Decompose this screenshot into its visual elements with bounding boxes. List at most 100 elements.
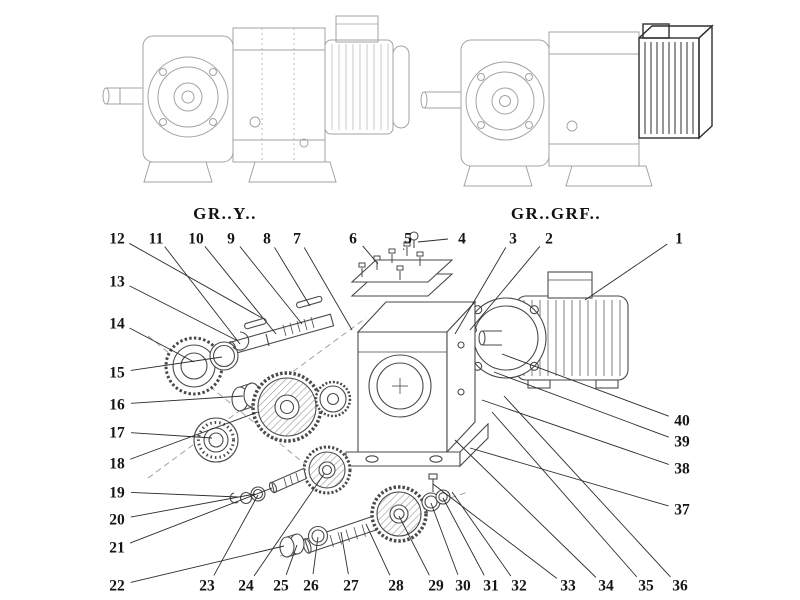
circlip [232, 331, 250, 351]
callout-number-20: 20 [109, 512, 125, 529]
callout-number-11: 11 [149, 231, 164, 248]
leader-line-24 [253, 473, 325, 577]
callout-number-35: 35 [638, 578, 654, 595]
leader-line-27 [340, 531, 349, 575]
leader-line-25 [285, 544, 298, 575]
input-shaft-assembly [227, 295, 335, 355]
leader-line-3 [454, 247, 507, 335]
leader-line-20 [130, 493, 256, 518]
leader-line-13 [129, 285, 237, 341]
callout-number-39: 39 [674, 434, 690, 451]
callout-number-36: 36 [672, 578, 688, 595]
leader-line-36 [503, 395, 671, 578]
leader-line-9 [239, 246, 303, 325]
leader-line-32 [451, 491, 512, 577]
leader-line-15 [130, 356, 223, 371]
callout-number-4: 4 [458, 231, 466, 248]
variant-label-right: GR..GRF.. [510, 204, 602, 223]
brake-block [638, 23, 714, 140]
leader-line-37 [469, 447, 669, 507]
leader-line-33 [432, 483, 558, 579]
leader-line-35 [491, 411, 638, 578]
callout-number-40: 40 [674, 413, 690, 430]
leader-line-40 [501, 353, 670, 417]
motor-body [324, 39, 394, 135]
leader-line-4 [417, 238, 449, 243]
bearings-and-rings-left [164, 331, 261, 463]
base-bolt [428, 473, 438, 492]
large-gear [251, 371, 323, 443]
shaft-key-2 [296, 295, 323, 309]
leader-line-21 [129, 487, 273, 544]
callout-number-17: 17 [109, 425, 125, 442]
leader-line-12 [129, 242, 263, 319]
callout-number-27: 27 [343, 578, 359, 595]
shaft-key-1 [244, 317, 267, 330]
leader-line-8 [274, 247, 311, 307]
callout-number-37: 37 [674, 502, 690, 519]
leader-line-29 [398, 515, 430, 576]
leader-line-30 [430, 502, 459, 575]
callout-number-10: 10 [188, 231, 204, 248]
callout-number-8: 8 [263, 231, 271, 248]
leader-line-1 [584, 243, 668, 301]
callout-number-23: 23 [199, 578, 215, 595]
callout-number-7: 7 [293, 231, 301, 248]
callout-number-33: 33 [560, 578, 576, 595]
callout-number-15: 15 [109, 365, 125, 382]
leader-line-11 [164, 246, 241, 345]
leader-line-39 [493, 371, 670, 438]
leader-line-38 [481, 399, 669, 465]
callout-number-6: 6 [349, 231, 357, 248]
overview-drawing-left [102, 15, 410, 183]
cover-bolts [358, 241, 424, 280]
callout-number-26: 26 [303, 578, 319, 595]
callout-number-25: 25 [273, 578, 289, 595]
exploded-view [147, 231, 629, 558]
shim-ring [209, 341, 239, 371]
callout-number-30: 30 [455, 578, 471, 595]
leader-line-31 [442, 497, 485, 576]
callout-number-9: 9 [227, 231, 235, 248]
leader-line-23 [213, 494, 259, 576]
callout-number-12: 12 [109, 231, 125, 248]
callout-number-32: 32 [511, 578, 527, 595]
callout-number-16: 16 [109, 397, 125, 414]
callout-number-29: 29 [428, 578, 444, 595]
leader-line-17 [130, 432, 213, 439]
leader-line-16 [130, 395, 244, 404]
leader-line-10 [204, 246, 277, 335]
callout-number-28: 28 [388, 578, 404, 595]
intermediate-gear-set [229, 445, 352, 505]
output-shaft-assembly [279, 485, 451, 558]
callout-number-24: 24 [238, 578, 254, 595]
leader-line-26 [312, 536, 319, 575]
gearbox-housing [345, 300, 489, 468]
leader-line-14 [129, 327, 195, 363]
callout-number-14: 14 [109, 316, 125, 333]
front-bearing [314, 380, 352, 418]
leader-line-22 [130, 545, 285, 583]
callout-number-3: 3 [509, 231, 517, 248]
callout-number-13: 13 [109, 274, 125, 291]
callout-number-18: 18 [109, 456, 125, 473]
fan-cover [392, 45, 410, 129]
leader-line-2 [469, 246, 541, 331]
leader-line-18 [130, 411, 259, 460]
overview-drawing-right [420, 23, 714, 187]
callout-number-5: 5 [404, 231, 412, 248]
leader-line-19 [130, 492, 239, 498]
housing-cover-assembly [350, 231, 454, 297]
motor-assembly [444, 271, 629, 389]
callout-number-21: 21 [109, 540, 125, 557]
leader-line-28 [365, 523, 391, 576]
callout-number-2: 2 [545, 231, 553, 248]
callout-number-22: 22 [109, 578, 125, 595]
callout-number-34: 34 [598, 578, 614, 595]
callout-number-31: 31 [483, 578, 499, 595]
leader-line-7 [303, 247, 353, 331]
eye-bolt [409, 231, 419, 248]
